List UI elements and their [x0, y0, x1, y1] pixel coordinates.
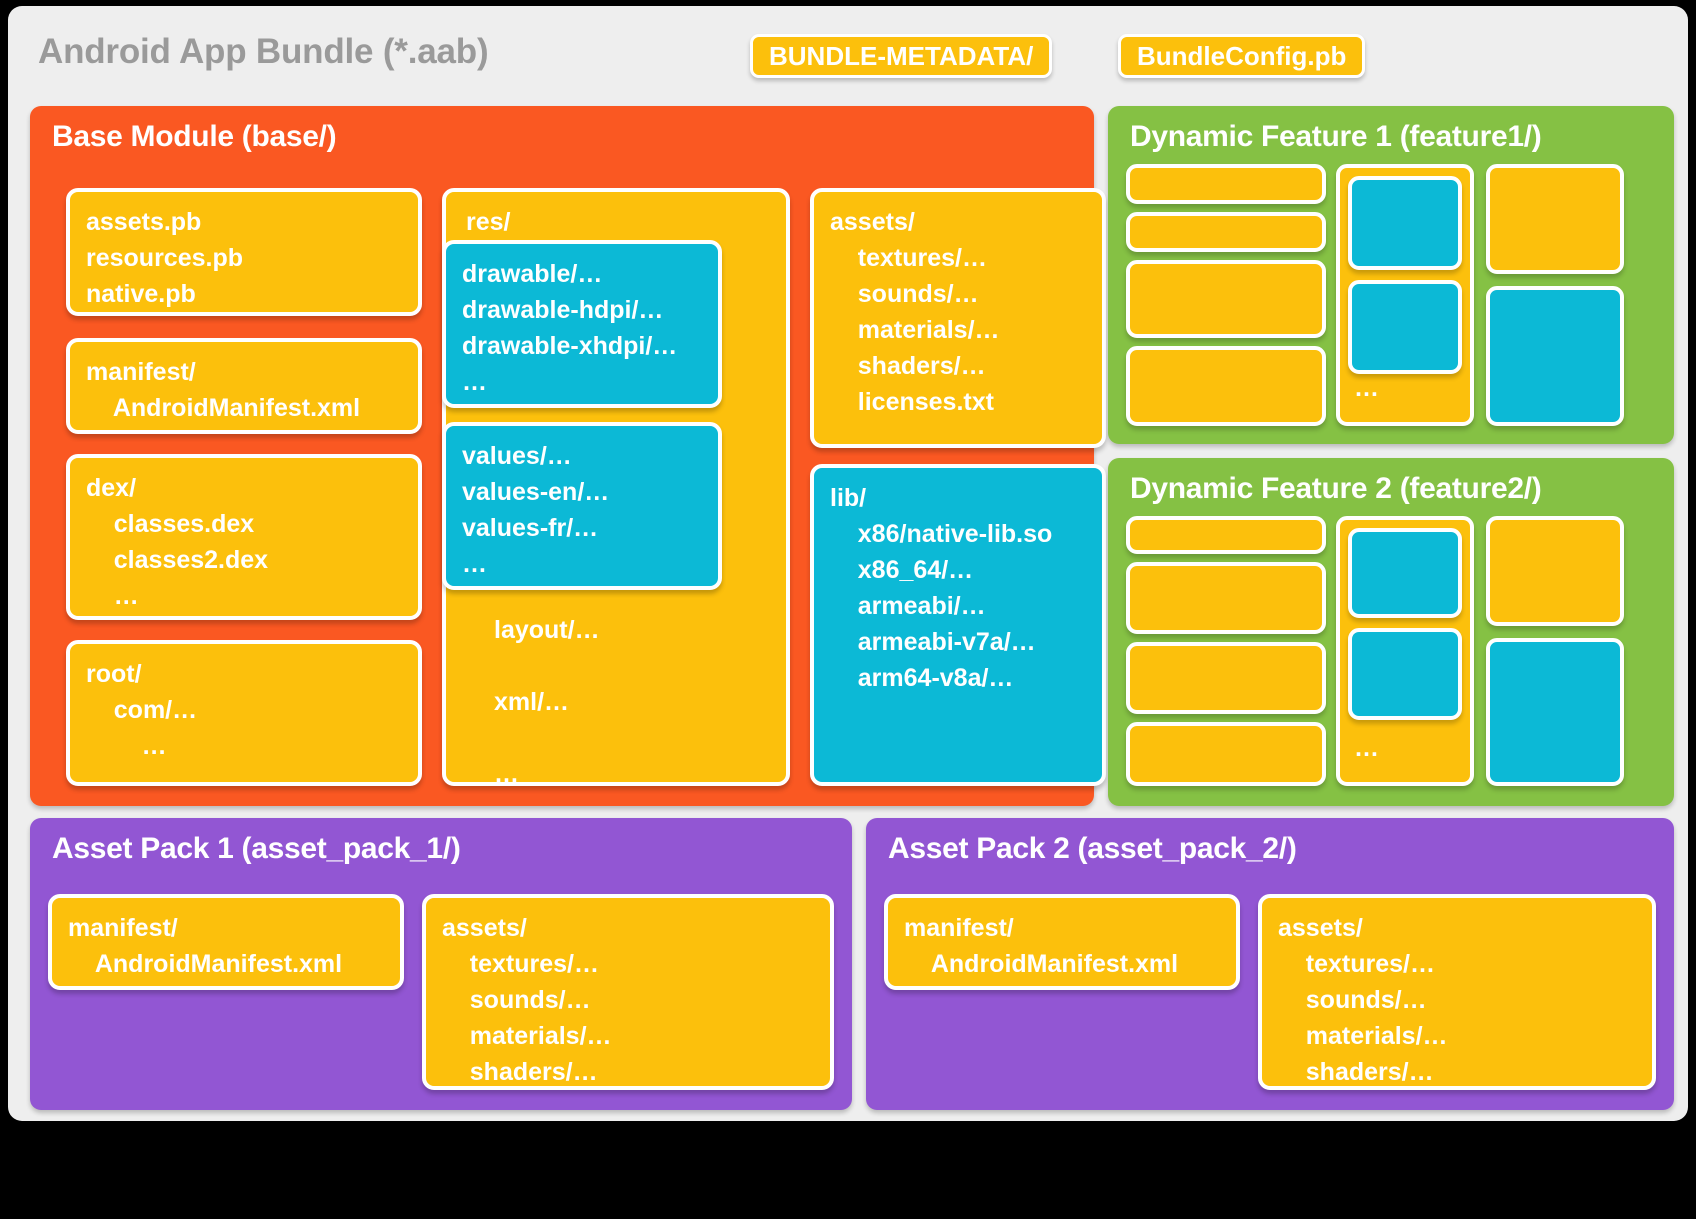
card-base-dex: dex/ classes.dex classes2.dex …	[66, 454, 422, 620]
feature2-box-a3	[1126, 642, 1326, 714]
feature2-box-b1	[1348, 528, 1462, 618]
dynamic-feature-1-panel: Dynamic Feature 1 (feature1/) …	[1108, 106, 1674, 444]
chip-bundle-config[interactable]: BundleConfig.pb	[1118, 34, 1366, 78]
card-pack2-manifest: manifest/ AndroidManifest.xml	[884, 894, 1240, 990]
asset-pack-1-title: Asset Pack 1 (asset_pack_1/)	[52, 832, 461, 865]
card-base-assets: assets/ textures/… sounds/… materials/… …	[810, 188, 1106, 448]
feature2-box-c2	[1486, 638, 1624, 786]
base-module-title: Base Module (base/)	[52, 120, 337, 153]
android-app-bundle-container: Android App Bundle (*.aab) BUNDLE-METADA…	[8, 6, 1688, 1121]
card-res-drawable: drawable/… drawable-hdpi/… drawable-xhdp…	[442, 240, 722, 408]
feature1-box-c2	[1486, 286, 1624, 426]
asset-pack-2-title: Asset Pack 2 (asset_pack_2/)	[888, 832, 1297, 865]
asset-pack-2-panel: Asset Pack 2 (asset_pack_2/) manifest/ A…	[866, 818, 1674, 1110]
dynamic-feature-1-title: Dynamic Feature 1 (feature1/)	[1130, 120, 1542, 153]
feature2-box-b2	[1348, 628, 1462, 720]
feature2-box-c1	[1486, 516, 1624, 626]
feature1-box-b2	[1348, 280, 1462, 374]
card-base-manifest: manifest/ AndroidManifest.xml	[66, 338, 422, 434]
chip-bundle-metadata[interactable]: BUNDLE-METADATA/	[750, 34, 1053, 78]
feature2-group-b-ellipsis: …	[1354, 734, 1379, 762]
feature2-box-a1	[1126, 516, 1326, 554]
card-pack1-assets: assets/ textures/… sounds/… materials/… …	[422, 894, 834, 1090]
feature1-box-c1	[1486, 164, 1624, 274]
feature1-box-a1	[1126, 164, 1326, 204]
card-pack2-assets: assets/ textures/… sounds/… materials/… …	[1258, 894, 1656, 1090]
dynamic-feature-2-title: Dynamic Feature 2 (feature2/)	[1130, 472, 1542, 505]
card-base-res-label: res/	[466, 208, 511, 236]
card-base-root: root/ com/… …	[66, 640, 422, 786]
dynamic-feature-2-panel: Dynamic Feature 2 (feature2/) …	[1108, 458, 1674, 806]
feature1-box-a2	[1126, 212, 1326, 252]
card-base-lib: lib/ x86/native-lib.so x86_64/… armeabi/…	[810, 464, 1106, 786]
feature1-box-b1	[1348, 176, 1462, 270]
asset-pack-1-panel: Asset Pack 1 (asset_pack_1/) manifest/ A…	[30, 818, 852, 1110]
card-base-protos: assets.pb resources.pb native.pb	[66, 188, 422, 316]
base-module-panel: Base Module (base/) assets.pb resources.…	[30, 106, 1106, 806]
feature2-box-a2	[1126, 562, 1326, 634]
card-pack1-manifest: manifest/ AndroidManifest.xml	[48, 894, 404, 990]
feature2-box-a4	[1126, 722, 1326, 786]
bundle-title: Android App Bundle (*.aab)	[38, 32, 489, 71]
feature1-group-b-ellipsis: …	[1354, 374, 1379, 402]
card-res-values: values/… values-en/… values-fr/… …	[442, 422, 722, 590]
card-base-res-tail: layout/… xml/… …	[494, 616, 600, 786]
bottom-letterbox	[0, 1127, 1696, 1219]
bundle-header: Android App Bundle (*.aab) BUNDLE-METADA…	[8, 6, 1688, 102]
feature1-box-a4	[1126, 346, 1326, 426]
feature1-box-a3	[1126, 260, 1326, 338]
